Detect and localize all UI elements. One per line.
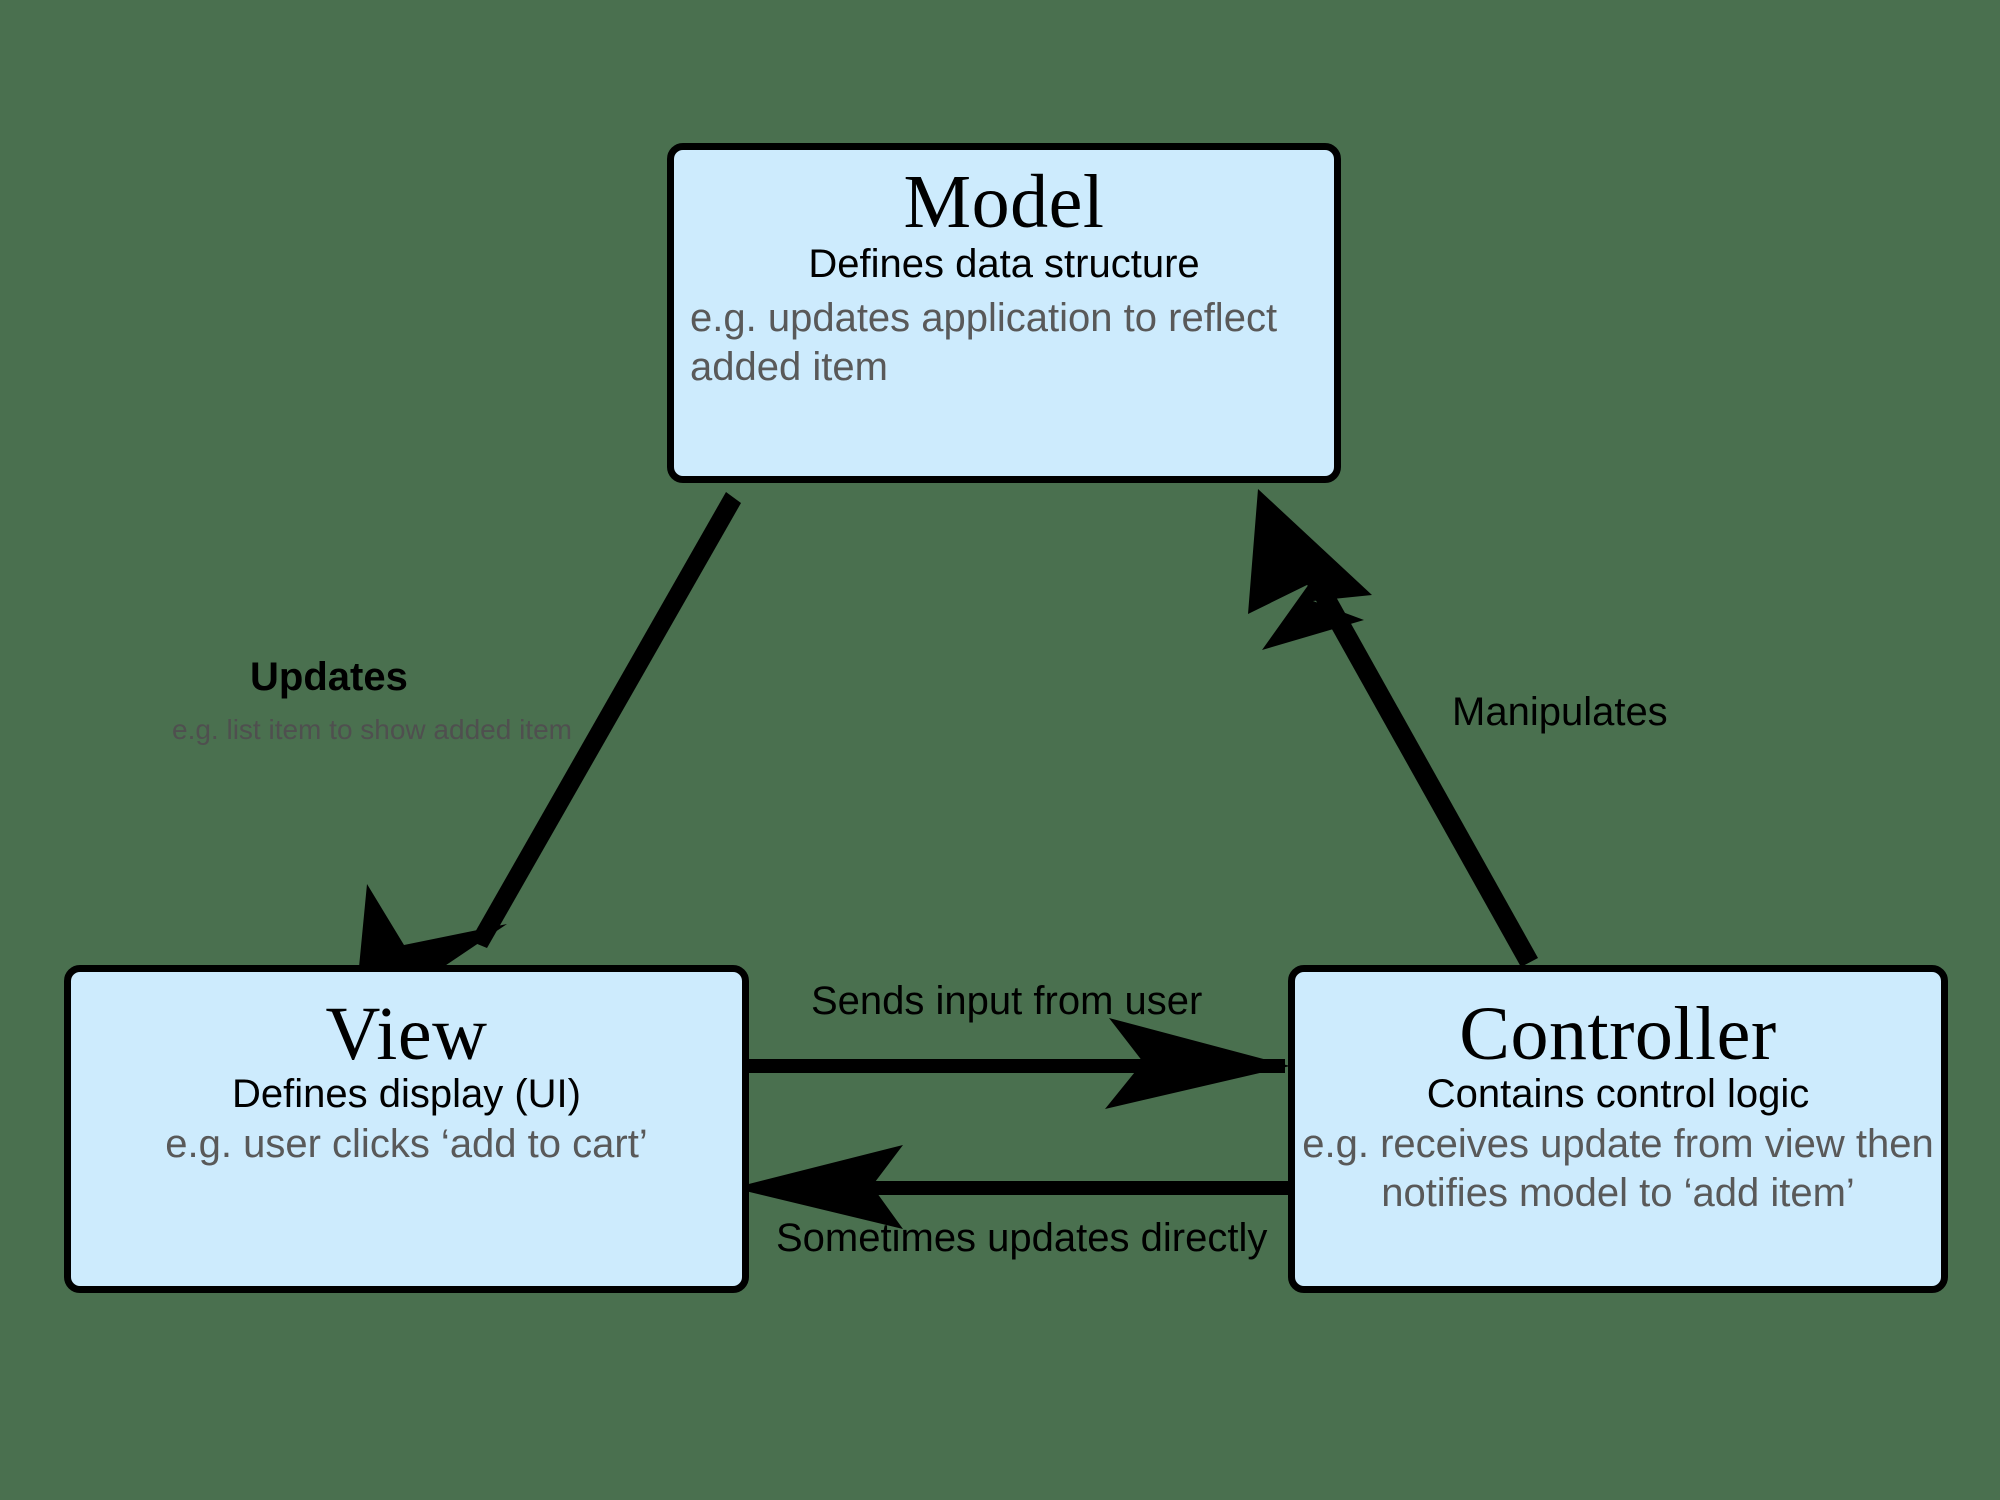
node-controller-subtitle: Contains control logic: [1426, 1072, 1810, 1116]
node-view[interactable]: View Defines display (UI) e.g. user clic…: [64, 965, 749, 1293]
node-view-title: View: [325, 992, 488, 1076]
node-model-subtitle: Defines data structure: [808, 242, 1200, 286]
node-model-example: e.g. updates application to reflect adde…: [690, 296, 1278, 389]
arrow-view-to-controller: [745, 1018, 1290, 1109]
edge-label-sends-input: Sends input from user: [811, 979, 1203, 1023]
edge-label-updates: Updates: [250, 655, 408, 699]
node-view-subtitle: Defines display (UI): [231, 1072, 581, 1116]
node-controller-title: Controller: [1459, 992, 1777, 1076]
node-view-example: e.g. user clicks ‘add to cart’: [165, 1122, 648, 1166]
node-model-title: Model: [903, 160, 1105, 244]
node-controller-example: e.g. receives update from view then noti…: [1302, 1122, 1934, 1215]
node-controller[interactable]: Controller Contains control logic e.g. r…: [1288, 965, 1948, 1293]
edge-label-manipulates: Manipulates: [1452, 690, 1668, 734]
edge-label-sometimes-updates-directly: Sometimes updates directly: [776, 1216, 1268, 1260]
edge-sublabel-updates: e.g. list item to show added item: [172, 714, 572, 745]
node-model[interactable]: Model Defines data structure e.g. update…: [667, 143, 1341, 483]
